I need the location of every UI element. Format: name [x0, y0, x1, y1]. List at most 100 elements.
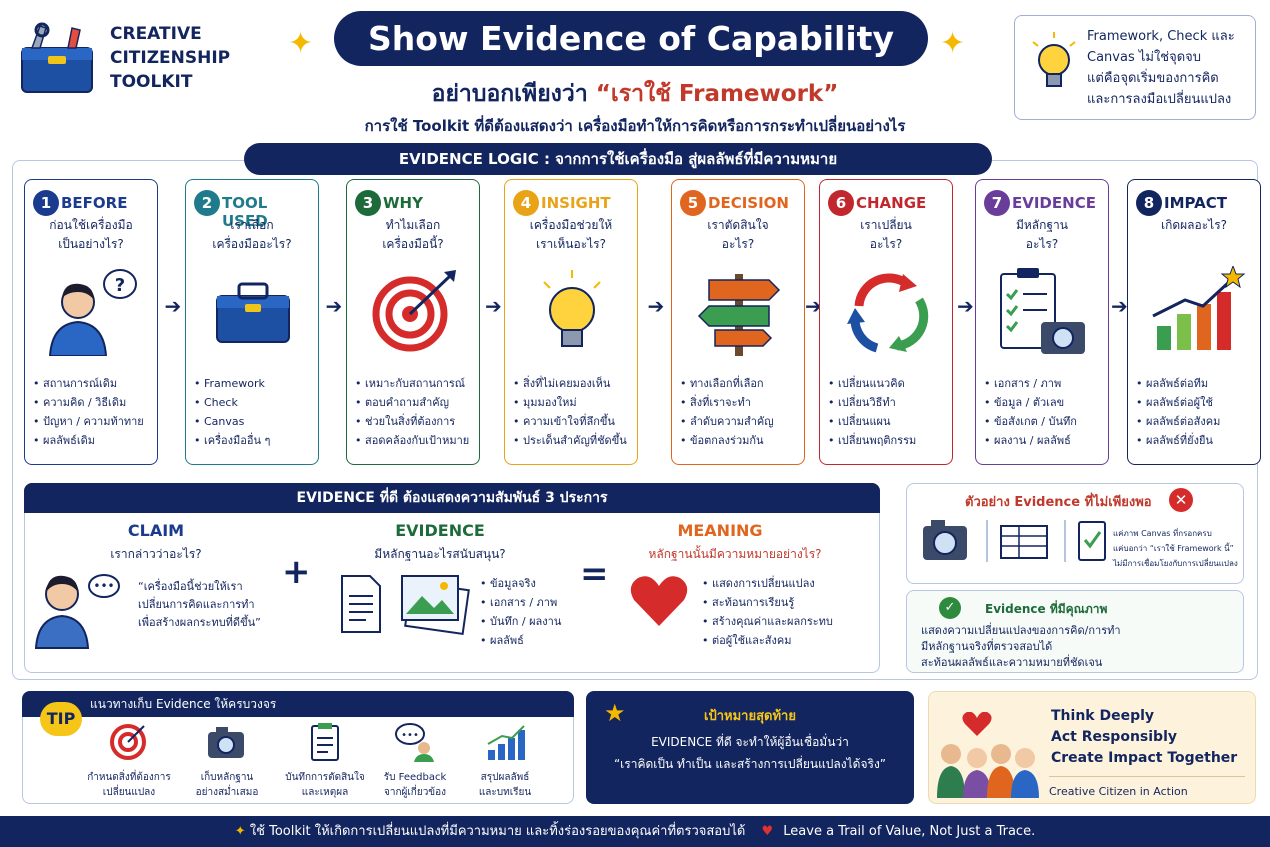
step-item: ช่วยในสิ่งที่ต้องการ: [355, 412, 469, 431]
step-card-why: 3WHYทำไมเลือกเครื่องมือนี้?เหมาะกับสถานก…: [346, 179, 480, 465]
close-icon: ✕: [1169, 488, 1193, 512]
notepad-icon: [311, 723, 339, 761]
step-card-change: 6CHANGEเราเปลี่ยนอะไร?เปลี่ยนแนวคิดเปลี่…: [819, 179, 953, 465]
tip-title: แนวทางเก็บ Evidence ให้ครบวงจร: [22, 691, 574, 717]
step-item: สถานการณ์เดิม: [33, 374, 144, 393]
step-item: สิ่งที่เราจะทำ: [680, 393, 774, 412]
step-question-line-2: อะไร?: [869, 237, 903, 251]
step-item: ความเข้าใจที่ลึกขึ้น: [513, 412, 627, 431]
step-item: ผลลัพธ์ต่อผู้ใช้: [1136, 393, 1220, 412]
step-item: ตอบคำถามสำคัญ: [355, 393, 469, 412]
tip-item-line-1: บันทึกการตัดสินใจ: [285, 772, 365, 783]
step-number: 4: [513, 190, 539, 216]
flow-arrow-icon: ➔: [957, 294, 974, 318]
step-question: เกิดผลอะไร?: [1132, 216, 1256, 235]
flow-arrow-icon: ➔: [805, 294, 822, 318]
documents-photos-icon: [341, 575, 470, 635]
insufficient-item: ไม่มีการเชื่อมโยงกับการเปลี่ยนแปลง: [1113, 559, 1238, 568]
motto-panel: Think Deeply Act Responsibly Create Impa…: [928, 691, 1256, 804]
svg-text:?: ?: [115, 275, 125, 296]
step-question-line-1: เครื่องมือช่วยให้: [529, 218, 613, 232]
final-goal-title: เป้าหมายสุดท้าย: [704, 709, 796, 724]
step-item: สิ่งที่ไม่เคยมองเห็น: [513, 374, 627, 393]
step-item: ข้อตกลงร่วมกัน: [680, 431, 774, 450]
step-illustration: [372, 270, 456, 352]
claim-question: เรากล่าวว่าอะไร?: [110, 547, 202, 561]
step-item: ทางเลือกที่เลือก: [680, 374, 774, 393]
step-number: 1: [33, 190, 59, 216]
step-items: ผลลัพธ์ต่อทีมผลลัพธ์ต่อผู้ใช้ผลลัพธ์ต่อส…: [1136, 374, 1220, 450]
meaning-item: สะท้อนการเรียนรู้: [702, 593, 833, 612]
subtitle-prefix: อย่าบอกเพียงว่า: [431, 81, 596, 107]
footer-left: ใช้ Toolkit ให้เกิดการเปลี่ยนแปลงที่มีคว…: [249, 824, 746, 839]
step-question: มีหลักฐานอะไร?: [980, 216, 1104, 254]
step-illustration: [1152, 266, 1245, 350]
step-card-impact: 8IMPACTเกิดผลอะไร?ผลลัพธ์ต่อทีมผลลัพธ์ต่…: [1127, 179, 1261, 465]
quality-item: สะท้อนผลลัพธ์และความหมายที่ชัดเจน: [921, 656, 1103, 669]
flow-arrow-icon: ➔: [325, 294, 343, 318]
step-items: เอกสาร / ภาพข้อมูล / ตัวเลขข้อสังเกต / บ…: [984, 374, 1077, 450]
step-card-insight: 4INSIGHTเครื่องมือช่วยให้เราเห็นอะไร?สิ่…: [504, 179, 638, 465]
step-label: DECISION: [708, 194, 789, 212]
subtitle-secondary: การใช้ Toolkit ที่ดีต้องแสดงว่า เครื่องม…: [364, 117, 906, 135]
subtitle: อย่าบอกเพียงว่า “เราใช้ Framework”: [300, 76, 970, 112]
step-item: เปลี่ยนแนวคิด: [828, 374, 916, 393]
evidence-logic-title: EVIDENCE LOGIC : จากการใช้เครื่องมือ สู่…: [244, 143, 992, 175]
motto-caption: Creative Citizen in Action: [1049, 776, 1245, 798]
evidence-item: เอกสาร / ภาพ: [480, 593, 561, 612]
footer-right: Leave a Trail of Value, Not Just a Trace…: [783, 824, 1036, 839]
step-item: Check: [194, 393, 270, 412]
final-goal-panel: ★ เป้าหมายสุดท้าย EVIDENCE ที่ดี จะทำให้…: [586, 691, 914, 804]
sparkle-icon: ✦: [940, 26, 966, 61]
step-item: เอกสาร / ภาพ: [984, 374, 1077, 393]
tip-item-line-2: จากผู้เกี่ยวข้อง: [383, 787, 447, 798]
step-card-before: 1BEFOREก่อนใช้เครื่องมือเป็นอย่างไร??สถา…: [24, 179, 158, 465]
motto-lines: Think Deeply Act Responsibly Create Impa…: [1051, 706, 1237, 769]
svg-text:•••: •••: [93, 579, 114, 593]
step-question: เราเลือกเครื่องมืออะไร?: [190, 216, 314, 254]
step-question-line-1: เราตัดสินใจ: [707, 218, 769, 232]
step-items: ทางเลือกที่เลือกสิ่งที่เราจะทำลำดับความส…: [680, 374, 774, 450]
step-item: ผลงาน / ผลลัพธ์: [984, 431, 1077, 450]
top-note: Framework, Check และ Canvas ไม่ใช่จุดจบ …: [1014, 15, 1256, 120]
tip-item: บันทึกการตัดสินใจและเหตุผล: [280, 720, 370, 800]
quality-evidence-list: แสดงความเปลี่ยนแปลงของการคิด/การทำ มีหลั…: [921, 623, 1121, 671]
step-card-decision: 5DECISIONเราตัดสินใจอะไร?ทางเลือกที่เลือ…: [671, 179, 805, 465]
step-items: เปลี่ยนแนวคิดเปลี่ยนวิธีทำเปลี่ยนแผนเปลี…: [828, 374, 916, 450]
step-items: เหมาะกับสถานการณ์ตอบคำถามสำคัญช่วยในสิ่ง…: [355, 374, 469, 450]
step-label: IMPACT: [1164, 194, 1227, 212]
step-items: สถานการณ์เดิมความคิด / วิธีเดิมปัญหา / ค…: [33, 374, 144, 450]
step-item: Framework: [194, 374, 270, 393]
star-icon: ★: [604, 699, 626, 727]
step-question-line-2: อะไร?: [721, 237, 755, 251]
insufficient-evidence-list: แค่ภาพ Canvas ที่กรอกครบ แค่บอกว่า “เราใ…: [1113, 526, 1238, 571]
check-icon: ✓: [939, 597, 961, 619]
tip-item-line-1: รับ Feedback: [383, 772, 447, 783]
camera-icon: [208, 727, 244, 758]
step-item: เหมาะกับสถานการณ์: [355, 374, 469, 393]
step-item: ความคิด / วิธีเดิม: [33, 393, 144, 412]
step-item: ข้อสังเกต / บันทึก: [984, 412, 1077, 431]
top-note-line-2: Canvas ไม่ใช่จุดจบ: [1087, 50, 1202, 65]
brand-line-1: CREATIVE: [110, 24, 202, 44]
step-question-line-1: ก่อนใช้เครื่องมือ: [49, 218, 133, 232]
step-question: เราตัดสินใจอะไร?: [676, 216, 800, 254]
plus-sign: +: [282, 552, 311, 592]
step-label: TOOL USED: [222, 194, 268, 230]
person-speaking-icon: •••: [34, 574, 120, 649]
claim-quote: “เครื่องมือนี้ช่วยให้เรา เปลี่ยนการคิดแล…: [138, 578, 288, 632]
insufficient-evidence-box: ตัวอย่าง Evidence ที่ไม่เพียงพอ ✕ แค่ภาพ…: [906, 483, 1244, 584]
claim-quote-line-1: “เครื่องมือนี้ช่วยให้เรา: [138, 580, 243, 593]
claim-quote-line-2: เปลี่ยนการคิดและการทำ: [138, 598, 255, 611]
tip-item: เก็บหลักฐานอย่างสม่ำเสมอ: [182, 720, 272, 800]
heart-icon: ♥: [761, 824, 774, 839]
step-item: มุมมองใหม่: [513, 393, 627, 412]
flow-arrow-icon: ➔: [647, 294, 665, 318]
toolbox-icon: [21, 22, 93, 93]
sparkle-icon: ✦: [234, 824, 246, 839]
meaning-item: แสดงการเปลี่ยนแปลง: [702, 574, 833, 593]
step-question-line-1: เกิดผลอะไร?: [1160, 218, 1228, 232]
step-number: 2: [194, 190, 220, 216]
tip-item-line-1: กำหนดสิ่งที่ต้องการ: [87, 772, 171, 783]
